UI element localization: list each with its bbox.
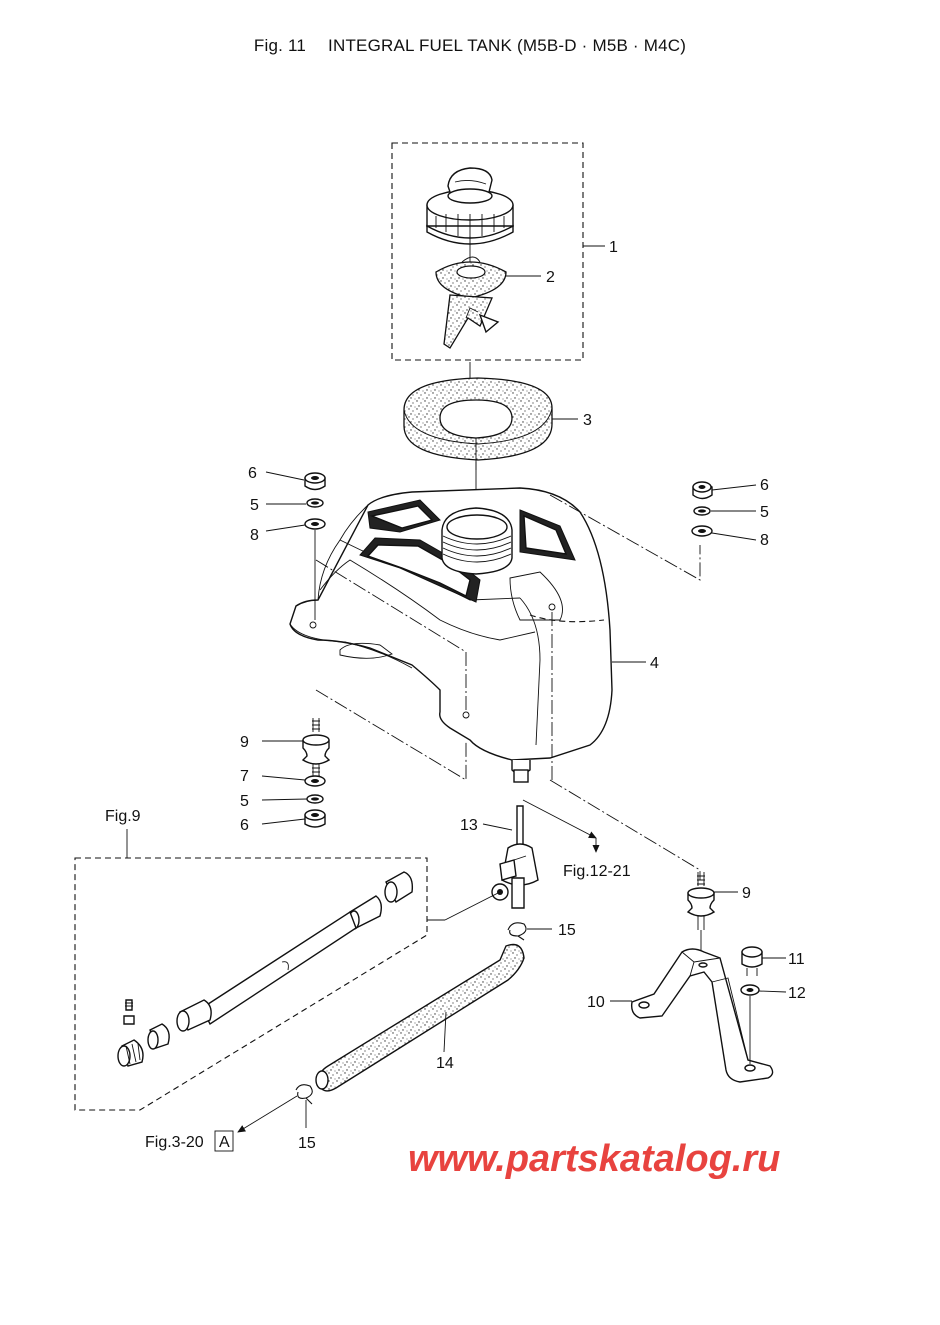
callout-8-left: 8 (250, 527, 259, 544)
nut-6-left-bottom (304, 809, 326, 828)
callout-5-right: 5 (760, 504, 769, 521)
fuel-strainer (443, 294, 500, 349)
watermark: www.partskatalog.ru (408, 1138, 780, 1180)
spring-washer-5-left-bottom (306, 794, 324, 804)
mounting-bracket (630, 948, 774, 1083)
ref-fig-3-20: Fig.3-20 (145, 1134, 204, 1151)
spring-washer-5-right (693, 506, 711, 516)
engine-fuel-hose-assembly (117, 871, 414, 1067)
tank-cap-seal-ring (403, 377, 553, 461)
callout-1: 1 (609, 239, 618, 256)
callout-11: 11 (788, 951, 805, 968)
fuel-tank (289, 487, 613, 783)
callout-13: 13 (460, 817, 478, 834)
callout-7: 7 (240, 768, 249, 785)
callout-5-left-top: 5 (250, 497, 259, 514)
callout-5-left-bottom: 5 (240, 793, 249, 810)
bolt-11 (741, 946, 763, 976)
figure-number: Fig. 11 (253, 36, 307, 55)
callout-8-right: 8 (760, 532, 769, 549)
ref-fig-12-21: Fig.12-21 (563, 863, 631, 880)
ref-fig-9: Fig.9 (105, 808, 141, 825)
figure-title: Fig. 11 INTEGRAL FUEL TANK (M5B-D · M5B ·… (0, 36, 940, 56)
nut-6-left-top (304, 472, 326, 491)
callout-4: 4 (650, 655, 659, 672)
nut-6-right (692, 481, 713, 500)
ref-box-a (214, 1130, 234, 1152)
hose-clip-15-lower (295, 1084, 313, 1105)
callout-10: 10 (587, 994, 605, 1011)
callout-6-left-bottom: 6 (240, 817, 249, 834)
rubber-mount-9-left (301, 718, 331, 780)
spring-washer-5-left-top (306, 498, 324, 508)
hose-clip-15-upper (507, 922, 527, 941)
callout-15-lower: 15 (298, 1135, 316, 1152)
callout-15-upper: 15 (558, 922, 576, 939)
cap-assembly-dashed-box (391, 142, 584, 361)
washer-12 (740, 984, 760, 996)
washer-7-left (304, 775, 326, 787)
callout-12: 12 (788, 985, 806, 1002)
callout-14: 14 (436, 1055, 454, 1072)
callout-6-left-top: 6 (248, 465, 257, 482)
fuel-hose (315, 943, 525, 1092)
ref-fig-3-20-box-letter: A (219, 1134, 230, 1151)
rubber-mount-9-right (686, 872, 716, 930)
washer-8-right (691, 525, 713, 537)
cap-gasket (435, 256, 507, 299)
washer-8-left (304, 518, 326, 530)
callout-9-right: 9 (742, 885, 751, 902)
callout-6-right: 6 (760, 477, 769, 494)
filler-cap (426, 167, 514, 245)
callout-3: 3 (583, 412, 592, 429)
figure-name: INTEGRAL FUEL TANK (M5B-D · M5B · M4C) (328, 36, 687, 55)
callout-9-left: 9 (240, 734, 249, 751)
callout-2: 2 (546, 269, 555, 286)
fig9-dashed-outline (74, 857, 428, 1111)
